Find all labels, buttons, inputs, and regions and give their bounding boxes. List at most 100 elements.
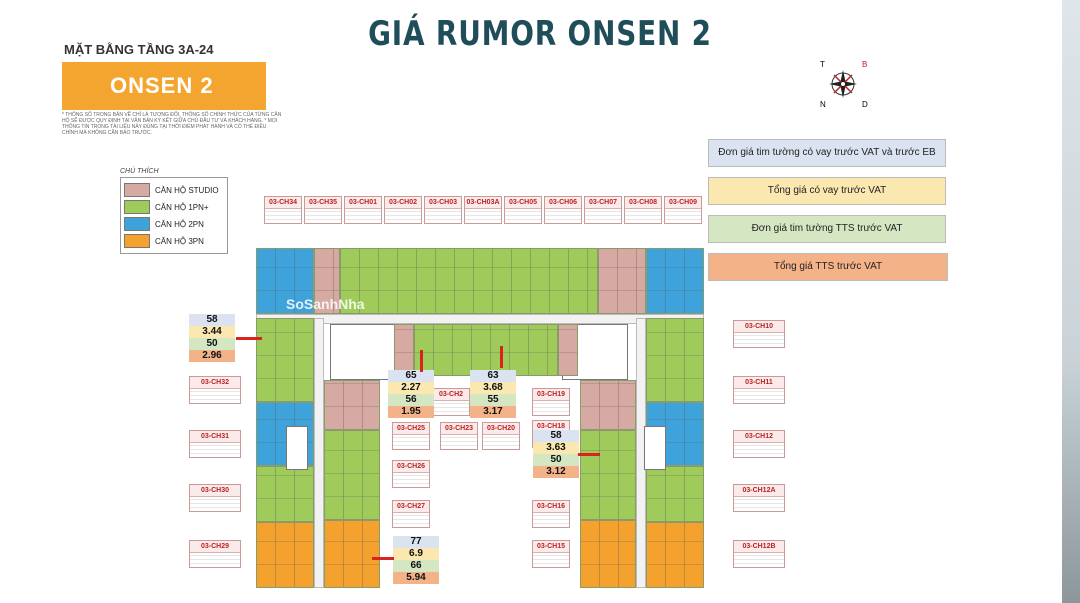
pointer-arrow — [578, 453, 600, 456]
apartment-studio — [598, 248, 646, 314]
slide-title: GIÁ RUMOR ONSEN 2 — [368, 14, 712, 54]
unit-label: 03-CH19 — [532, 388, 570, 416]
total-price-tts: 2.96 — [189, 350, 235, 362]
unit-specs — [585, 209, 621, 223]
legend-swatch — [124, 200, 150, 214]
unit-specs — [345, 209, 381, 223]
unit-specs — [533, 553, 569, 567]
unit-code: 03-CH27 — [393, 501, 429, 513]
unit-label: 03-CH35 — [304, 196, 342, 224]
unit-label: 03-CH07 — [584, 196, 622, 224]
legend-swatch — [124, 217, 150, 231]
price-stack: 63 3.68 55 3.17 — [470, 370, 516, 418]
unit-code: 03-CH32 — [190, 377, 240, 389]
unit-label: 03-CH25 — [392, 422, 430, 450]
unit-specs — [734, 553, 784, 567]
unit-code: 03-CH09 — [665, 197, 701, 209]
unit-label: 03-CH09 — [664, 196, 702, 224]
price-stack: 65 2.27 56 1.95 — [388, 370, 434, 418]
unit-specs — [533, 401, 569, 415]
unit-price-tts: 56 — [388, 394, 434, 406]
unit-code: 03-CH2 — [433, 389, 469, 401]
price-key-total-tts: Tổng giá TTS trước VAT — [708, 253, 948, 281]
price-key-unit-price-tts: Đơn giá tim tường TTS trước VAT — [708, 215, 946, 243]
unit-code: 03-CH11 — [734, 377, 784, 389]
apartment-studio — [558, 324, 578, 376]
unit-specs — [433, 401, 469, 415]
apartment-1pn — [646, 318, 704, 402]
unit-code: 03-CH29 — [190, 541, 240, 553]
pointer-arrow — [420, 350, 423, 372]
unit-label: 03-CH29 — [189, 540, 241, 568]
unit-code: 03-CH06 — [545, 197, 581, 209]
unit-code: 03-CH12B — [734, 541, 784, 553]
unit-code: 03-CH12 — [734, 431, 784, 443]
unit-specs — [465, 209, 501, 223]
unit-price-tts: 66 — [393, 560, 439, 572]
pointer-arrow — [236, 337, 262, 340]
unit-label: 03-CH11 — [733, 376, 785, 404]
unit-label: 03-CH30 — [189, 484, 241, 512]
unit-specs — [505, 209, 541, 223]
unit-code: 03-CH20 — [483, 423, 519, 435]
floor-plan — [246, 206, 722, 596]
onsen-label-box: ONSEN 2 — [62, 62, 266, 110]
unit-code: 03-CH30 — [190, 485, 240, 497]
unit-label: 03-CH03A — [464, 196, 502, 224]
legend-item: CĂN HỘ 1PN+ — [124, 199, 224, 215]
unit-specs — [393, 435, 429, 449]
compass-t: T — [820, 60, 825, 69]
unit-code: 03-CH31 — [190, 431, 240, 443]
apartment-1pn — [324, 430, 380, 520]
apartment-1pn — [646, 466, 704, 522]
disclaimer-notes: * THÔNG SỐ TRONG BẢN VẼ CHỈ LÀ TƯƠNG ĐỐI… — [62, 112, 282, 136]
unit-code: 03-CH01 — [345, 197, 381, 209]
legend-item: CĂN HỘ 2PN — [124, 216, 224, 232]
unit-specs — [734, 333, 784, 347]
apartment-1pn — [340, 248, 598, 314]
apartment-3pn — [256, 522, 314, 588]
apartment-1pn — [580, 430, 636, 520]
unit-code: 03-CH35 — [305, 197, 341, 209]
unit-code: 03-CH05 — [505, 197, 541, 209]
unit-specs — [545, 209, 581, 223]
apartment-3pn — [580, 520, 636, 588]
unit-code: 03-CH08 — [625, 197, 661, 209]
apartment-studio — [580, 380, 636, 430]
unit-label: 03-CH06 — [544, 196, 582, 224]
unit-price-tts: 55 — [470, 394, 516, 406]
unit-label: 03-CH12B — [733, 540, 785, 568]
unit-code: 03-CH02 — [385, 197, 421, 209]
stair-core — [286, 426, 308, 470]
unit-specs — [734, 497, 784, 511]
price-stack: 77 6.9 66 5.94 — [393, 536, 439, 584]
total-price-loan: 6.9 — [393, 548, 439, 560]
unit-specs — [625, 209, 661, 223]
stair-core — [644, 426, 666, 470]
price-stack: 58 3.44 50 2.96 — [189, 314, 235, 362]
unit-label: 03-CH23 — [440, 422, 478, 450]
unit-specs — [385, 209, 421, 223]
apartment-1pn — [256, 466, 314, 522]
unit-specs — [393, 513, 429, 527]
total-price-tts: 5.94 — [393, 572, 439, 584]
unit-label: 03-CH32 — [189, 376, 241, 404]
apartment-2pn — [256, 248, 314, 314]
legend-title: CHÚ THÍCH — [120, 168, 159, 175]
legend: CHÚ THÍCH CĂN HỘ STUDIO CĂN HỘ 1PN+ CĂN … — [120, 168, 228, 254]
unit-specs — [190, 497, 240, 511]
legend-swatch — [124, 234, 150, 248]
unit-specs — [441, 435, 477, 449]
price-key-unit-price-loan: Đơn giá tim tường có vay trước VAT và tr… — [708, 139, 946, 167]
total-price-loan: 3.44 — [189, 326, 235, 338]
unit-code: 03-CH03A — [465, 197, 501, 209]
total-price-loan: 2.27 — [388, 382, 434, 394]
unit-price-loan: 58 — [533, 430, 579, 442]
price-key-total-loan: Tổng giá có vay trước VAT — [708, 177, 946, 205]
unit-label: 03-CH2 — [432, 388, 470, 416]
unit-specs — [734, 389, 784, 403]
unit-code: 03-CH03 — [425, 197, 461, 209]
apartment-studio — [314, 248, 340, 314]
compass-n: N — [820, 100, 826, 109]
total-price-tts: 3.12 — [533, 466, 579, 478]
